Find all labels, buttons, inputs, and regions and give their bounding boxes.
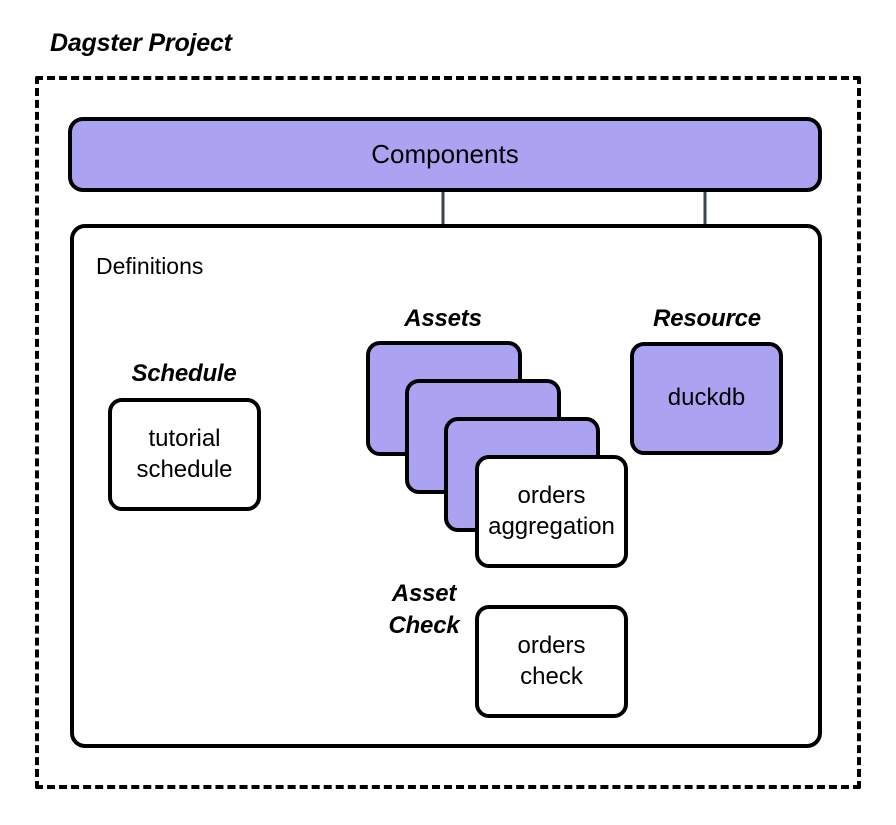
project-boundary [35,76,861,789]
tutorial-schedule-line2: schedule [136,455,233,483]
tutorial-schedule-line1: tutorial [148,424,221,452]
tutorial-schedule-node[interactable]: tutorial schedule [108,398,261,511]
orders-aggregation-line1: orders [517,481,586,509]
asset-check-caption-line1: Asset [391,580,457,607]
orders-aggregation-node[interactable]: orders aggregation [475,455,628,568]
schedule-caption: Schedule [131,360,237,387]
project-title: Dagster Project [50,29,232,57]
orders-check-line2: check [520,662,583,690]
orders-check-line1: orders [517,631,586,659]
resource-caption: Resource [653,305,761,332]
duckdb-label: duckdb [667,384,746,412]
orders-check-label: orders check [517,631,585,692]
components-label: Components [371,138,519,169]
duckdb-resource-node[interactable]: duckdb [630,342,783,455]
orders-aggregation-label: orders aggregation [488,481,615,542]
assets-caption: Assets [404,305,482,332]
components-node[interactable]: Components [68,117,822,192]
asset-check-caption: Asset Check [377,578,471,641]
tutorial-schedule-label: tutorial schedule [136,424,232,485]
asset-check-caption-line2: Check [388,611,460,639]
definitions-label: Definitions [96,253,204,279]
orders-aggregation-line2: aggregation [488,512,615,540]
orders-check-node[interactable]: orders check [475,605,628,718]
